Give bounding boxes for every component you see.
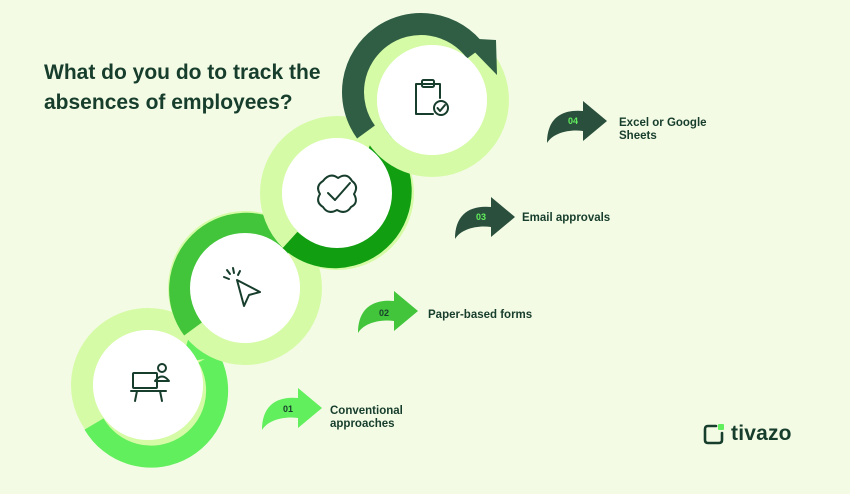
step-4-arrow: 04 [547,101,607,143]
workstation-icon [130,363,170,402]
verified-badge-icon [317,174,358,213]
step-2-arrow: 02 [358,291,418,333]
logo-text: tivazo [731,422,792,445]
step-2-number: 02 [379,308,389,318]
tivazo-logo-icon [703,424,724,445]
step-1-ring [71,308,229,468]
step-4-number: 04 [568,116,578,126]
step-1-label: Conventional approaches [330,405,403,430]
step-4-ring [342,13,509,177]
step-1-number: 01 [283,404,293,414]
cursor-click-icon [223,267,261,307]
clipboard-check-icon [415,79,449,116]
step-1-arrow: 01 [262,388,322,430]
step-2-ring [168,211,322,365]
step-3-number: 03 [476,212,486,222]
step-4-label: Excel or Google Sheets [619,117,707,142]
step-3-label: Email approvals [522,212,611,224]
tivazo-logo: tivazo [703,420,792,448]
step-2-label: Paper-based forms [428,309,533,321]
step-3-arrow: 03 [455,197,515,239]
page-title: What do you do to track the absences of … [44,61,321,114]
